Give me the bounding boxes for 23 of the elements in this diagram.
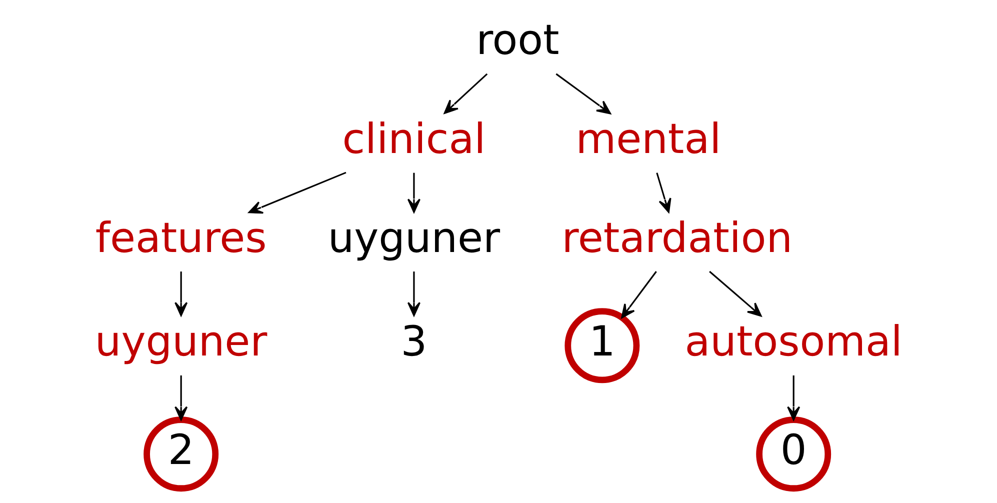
arrow [174, 272, 188, 316]
arrow [407, 172, 420, 213]
arrow [444, 73, 488, 114]
node-circle: 0 [756, 416, 832, 492]
node-text: uyguner [94, 318, 268, 366]
node-circle: 2 [144, 416, 219, 492]
node-text: mental [576, 115, 722, 164]
arrow [656, 172, 672, 213]
arrow [709, 270, 762, 317]
arrow [248, 172, 346, 214]
arrow [407, 272, 420, 316]
node-text: features [95, 214, 267, 262]
arrow [556, 73, 611, 114]
arrow [787, 375, 800, 421]
node-text: 3 [400, 318, 428, 366]
node-text: retardation [562, 214, 793, 262]
node-text: autosomal [684, 318, 902, 366]
node-text: root [476, 16, 560, 64]
arrow [174, 375, 188, 421]
node-text: uyguner [328, 214, 500, 262]
node-circle: 1 [564, 308, 640, 384]
node-text: clinical [342, 115, 486, 164]
arrow [621, 271, 657, 318]
